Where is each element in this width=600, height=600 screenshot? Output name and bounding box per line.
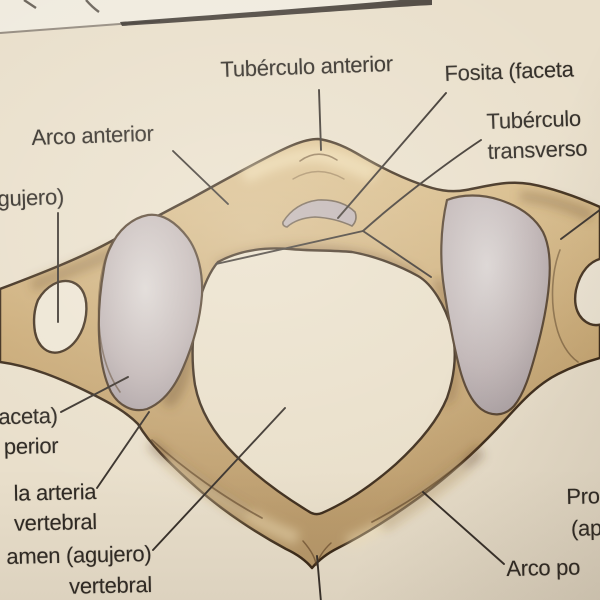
dens-facet (282, 199, 357, 228)
label-tuberculo-transverso: Tubérculo transverso (486, 104, 588, 167)
label-arteria-vertebral-fragment: la arteria vertebral (13, 477, 97, 539)
label-line: Pro (566, 483, 600, 509)
label-arco-posterior-fragment: Arco po (506, 554, 581, 581)
leader-arteria-vertebral (96, 411, 150, 489)
right-superior-facet (440, 194, 551, 416)
corner-mark-icon (23, 0, 37, 9)
label-line: aceta) (0, 402, 58, 430)
corner-marks (23, 0, 100, 13)
label-proceso-fragment: Pro (ap (566, 480, 600, 545)
label-arco-anterior: Arco anterior (31, 120, 154, 150)
leader-lines (57, 89, 600, 600)
label-foramen-vertebral-fragment: amen (agujero) vertebral (6, 538, 152, 600)
leader-fork-right (362, 230, 432, 278)
label-line: vertebral (13, 508, 98, 536)
label-line: vertebral (68, 571, 153, 599)
bone-detail-lines (97, 153, 579, 567)
leader-foramen-vertebral (152, 407, 286, 551)
label-line: transverso (487, 135, 588, 164)
atlas-bone (0, 137, 600, 570)
leader-tuberculo-transverso (362, 139, 482, 232)
label-fosita-faceta: Fosita (faceta (444, 56, 574, 86)
leader-faceta-superior (60, 376, 129, 413)
leader-arco-posterior (422, 491, 505, 565)
leader-fosita-faceta (337, 92, 447, 219)
label-line: la arteria (13, 478, 97, 506)
leader-arco-anterior (172, 150, 229, 205)
label-line: amen (agujero) (6, 540, 152, 570)
label-line: Tubérculo (486, 105, 582, 134)
leader-tuberculo-anterior (318, 89, 322, 151)
page-edge-line (120, 0, 432, 26)
label-faceta-superior-fragment: aceta) perior (0, 401, 58, 462)
leader-tuberculo-posterior (316, 555, 322, 600)
left-transverse-foramen (32, 279, 88, 354)
vertebral-foramen (191, 247, 456, 516)
leader-fork-left (215, 230, 364, 265)
label-line: perior (3, 432, 59, 460)
label-agujero-fragment: gujero) (0, 183, 64, 212)
corner-mark-icon (85, 0, 100, 13)
leader-right-edge (560, 208, 600, 240)
left-superior-facet (97, 213, 204, 412)
label-line: (ap (570, 515, 600, 541)
label-tuberculo-anterior: Tubérculo anterior (220, 50, 394, 82)
